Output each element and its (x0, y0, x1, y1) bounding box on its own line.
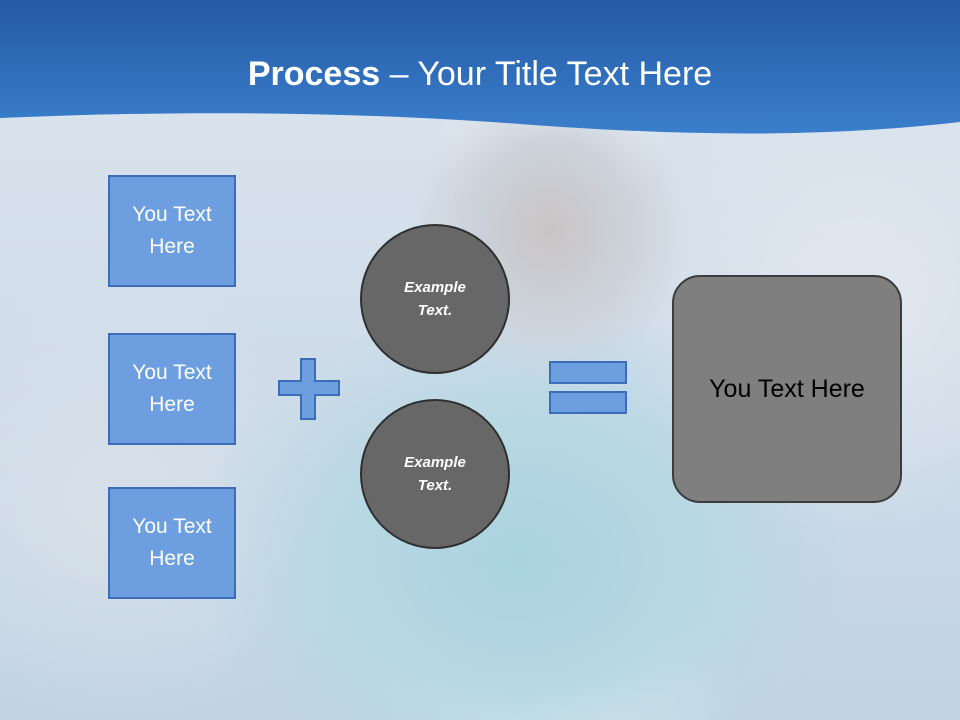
example-circle-1[interactable]: Example Text. (360, 224, 510, 374)
page-title: Process – Your Title Text Here (0, 52, 960, 96)
input-box-3[interactable]: You Text Here (108, 487, 236, 599)
title-rest: – Your Title Text Here (380, 55, 713, 93)
title-bold: Process (247, 55, 381, 93)
circle-label: Example Text. (404, 454, 466, 494)
header-band (0, 0, 960, 134)
input-box-label: You Text Here (132, 203, 212, 258)
plus-icon (278, 358, 340, 420)
example-circle-2[interactable]: Example Text. (360, 399, 510, 549)
equals-icon (549, 361, 627, 414)
result-box[interactable]: You Text Here (672, 275, 902, 503)
input-box-label: You Text Here (132, 515, 212, 570)
input-box-1[interactable]: You Text Here (108, 175, 236, 287)
input-box-label: You Text Here (132, 361, 212, 416)
result-label: You Text Here (709, 374, 865, 403)
input-box-2[interactable]: You Text Here (108, 333, 236, 445)
circle-label: Example Text. (404, 279, 466, 319)
